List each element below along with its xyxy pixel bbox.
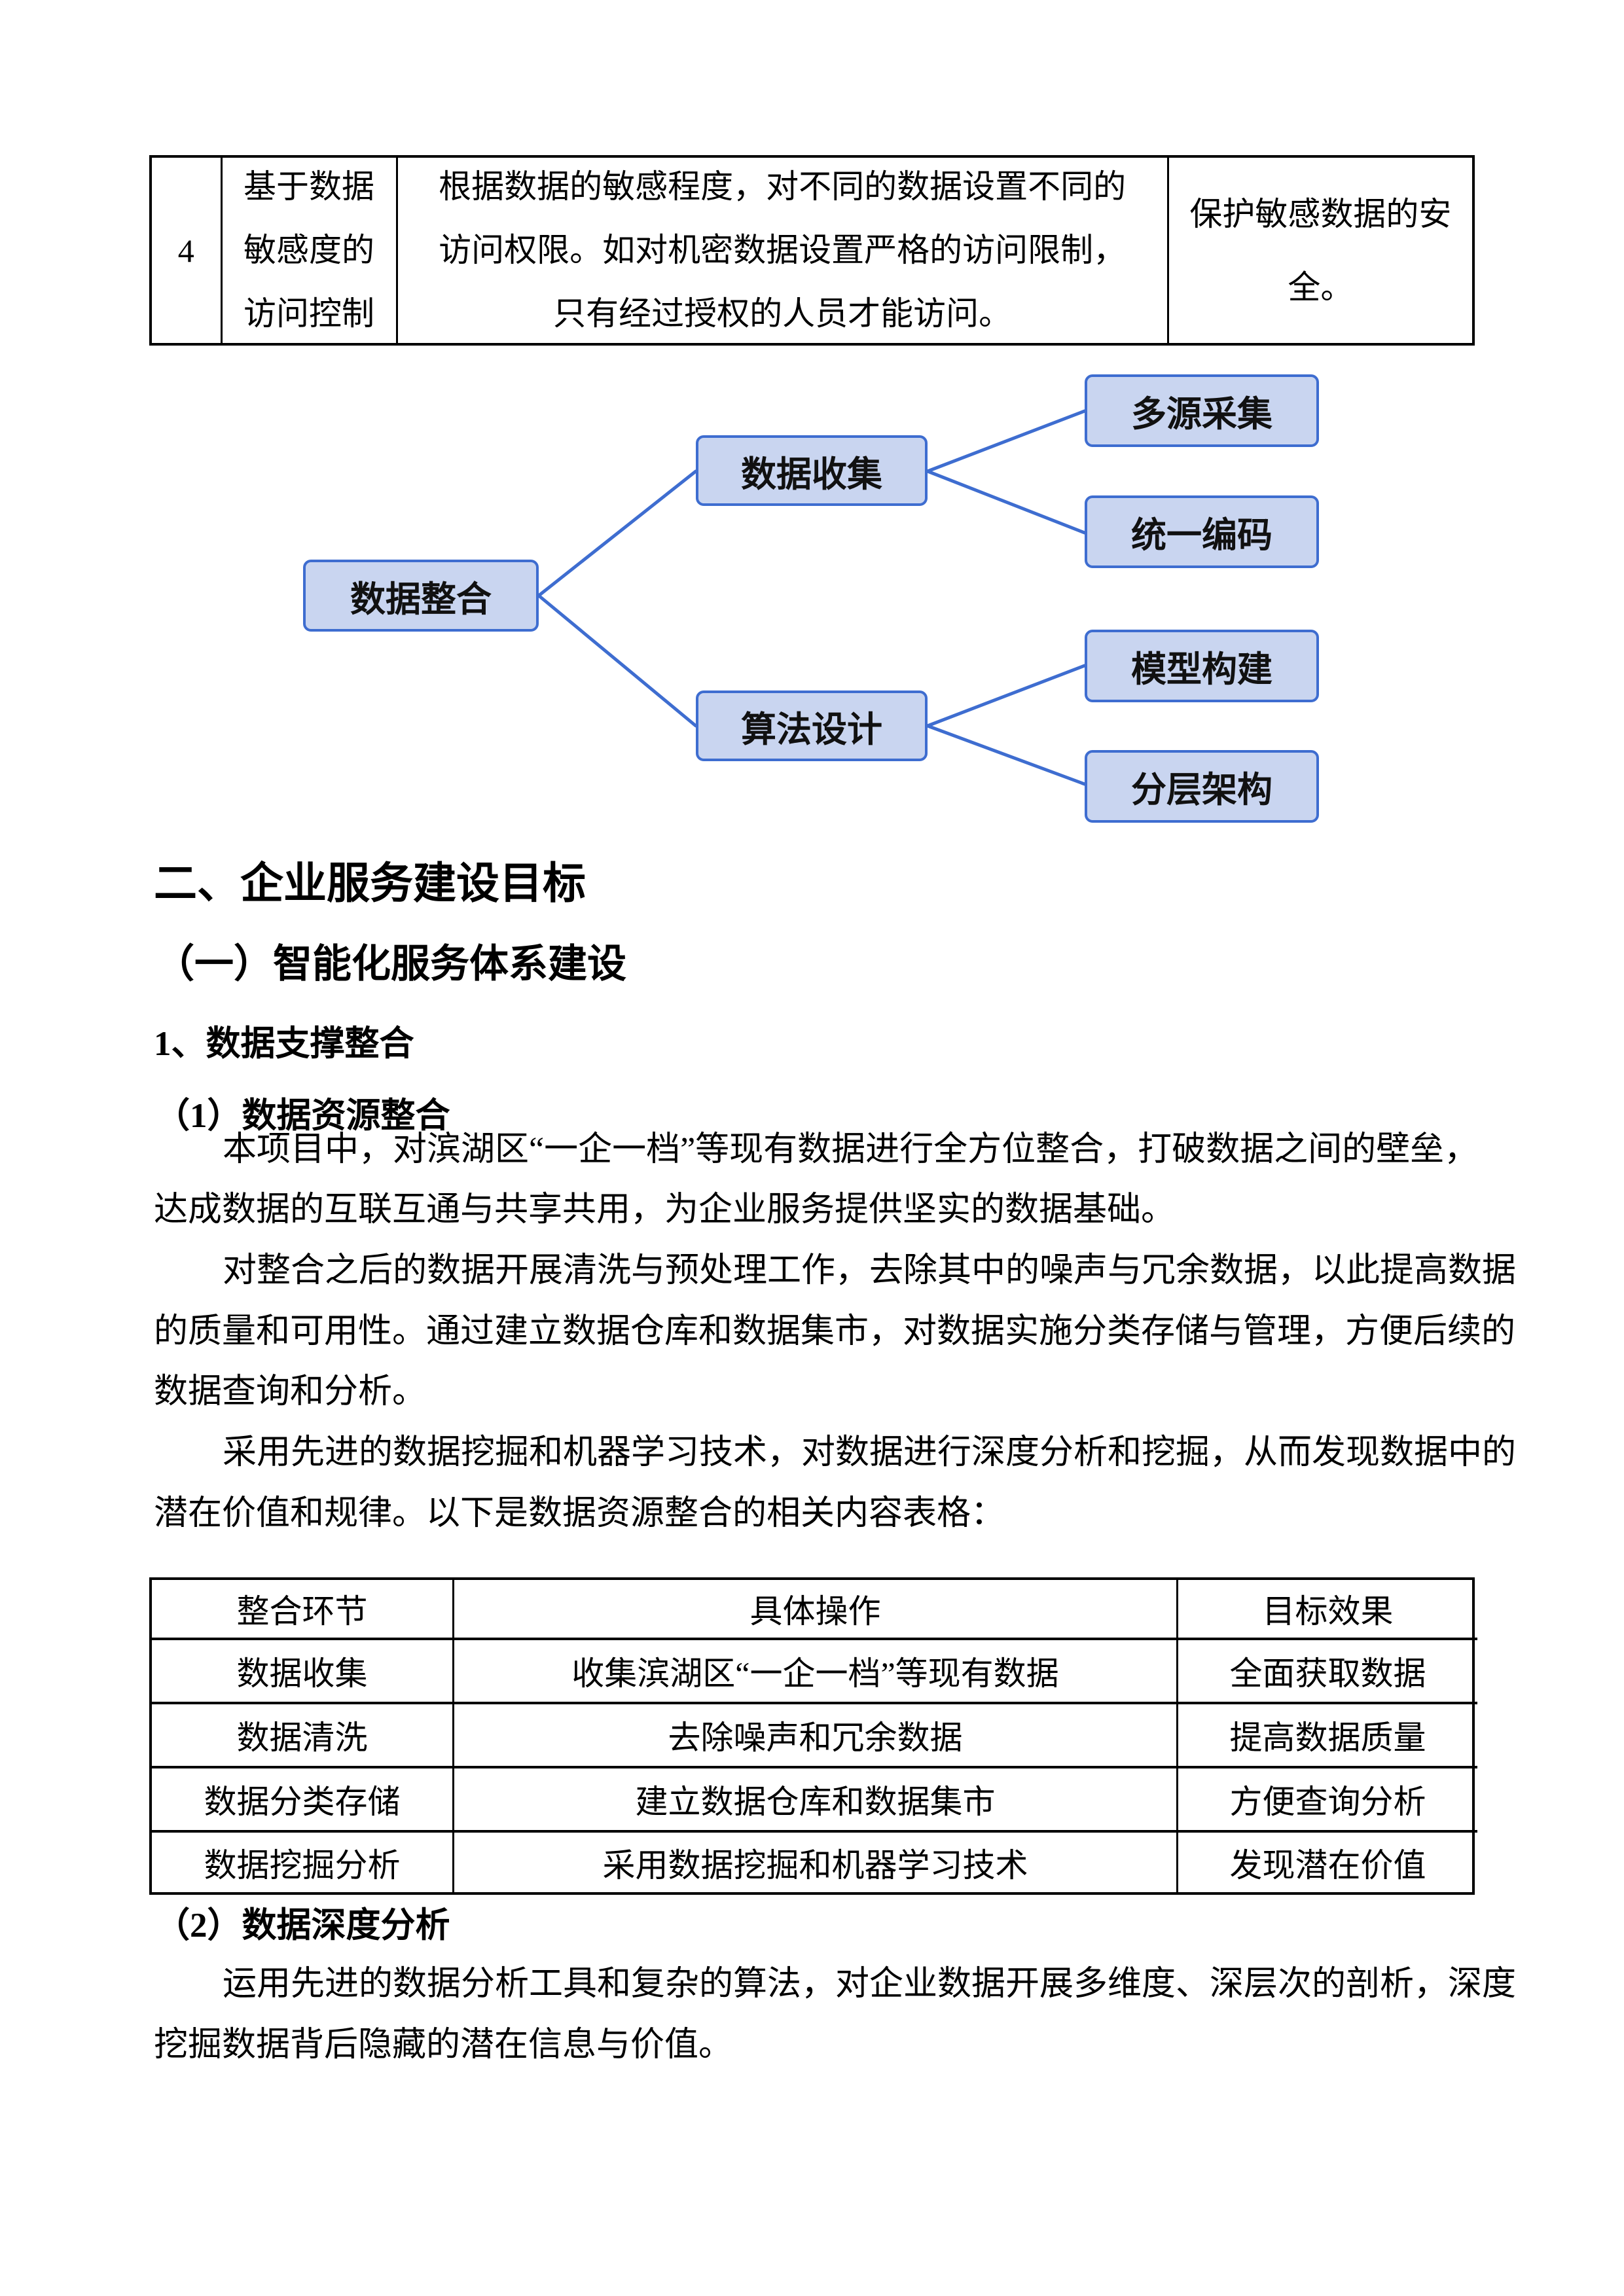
numbered-heading: 1、数据支撑整合 [154,1025,414,1063]
table-cell: 采用数据挖掘和机器学习技术 [452,1830,1176,1892]
table-cell: 方便查询分析 [1176,1766,1477,1830]
column-header: 具体操作 [452,1580,1176,1638]
sensitivity-table: 4 基于数据 敏感度的 访问控制 根据数据的敏感程度，对不同的数据设置不同的 访… [149,155,1475,346]
node-layered-architecture: 分层架构 [1085,750,1319,823]
subsection-heading: （一）智能化服务体系建设 [155,942,626,986]
paragraph-line: 潜在价值和规律。以下是数据资源整合的相关内容表格： [154,1495,1005,1532]
measure-effect-cell: 保护敏感数据的安 全。 [1166,158,1472,343]
table-cell: 数据分类存储 [152,1766,452,1830]
paragraph-line: 的质量和可用性。通过建立数据仓库和数据集市，对数据实施分类存储与管理，方便后续的 [154,1313,1516,1350]
node-multi-source-collection: 多源采集 [1085,374,1319,447]
column-header: 整合环节 [236,1593,368,1630]
connector-line [926,664,1087,728]
table-text-line: 访问权限。如对机密数据设置严格的访问限制， [439,232,1127,268]
table-text-line: 基于数据 [244,168,375,205]
paragraph-line: 采用先进的数据挖掘和机器学习技术，对数据进行深度分析和挖掘，从而发现数据中的 [223,1434,1517,1471]
table-text-line: 敏感度的 [244,232,375,268]
node-label: 算法设计 [741,709,882,749]
table-text-line: 访问控制 [244,295,375,332]
node-algorithm-design: 算法设计 [696,691,928,761]
paragraph-line: 运用先进的数据分析工具和复杂的算法，对企业数据开展多维度、深层次的剖析，深度 [223,1965,1517,2003]
node-label: 统一编码 [1131,516,1272,555]
column-header: 目标效果 [1176,1580,1477,1638]
row-number-cell: 4 [152,158,221,343]
measure-desc-cell: 根据数据的敏感程度，对不同的数据设置不同的 访问权限。如对机密数据设置严格的访问… [395,158,1167,343]
paragraph-line: 挖掘数据背后隐藏的潜在信息与价值。 [154,2026,733,2064]
connector-line [537,469,698,598]
paragraph-line: 本项目中，对滨湖区“一企一档”等现有数据进行全方位整合，打破数据之间的壁垒， [223,1131,1479,1168]
node-label: 多源采集 [1131,395,1272,434]
table-cell: 数据清洗 [152,1702,452,1766]
node-data-integration: 数据整合 [303,560,539,632]
table-cell: 提高数据质量 [1176,1702,1477,1766]
connector-line [926,469,1087,535]
node-label: 数据收集 [741,454,882,494]
node-unified-encoding: 统一编码 [1085,495,1319,568]
table-text-line: 只有经过授权的人员才能访问。 [553,295,1012,332]
sub-numbered-heading-1: （1）数据资源整合 [155,1097,450,1135]
sub-numbered-heading-2: （2）数据深度分析 [155,1907,450,1945]
connector-lines [537,409,1087,786]
node-label: 模型构建 [1131,650,1272,689]
connector-line [537,594,698,728]
table-cell: 数据收集 [152,1638,452,1702]
table-text-line: 全。 [1288,268,1354,306]
node-model-building: 模型构建 [1085,630,1319,702]
section-heading: 二、企业服务建设目标 [154,860,586,908]
paragraph-line: 达成数据的互联互通与共享共用，为企业服务提供坚实的数据基础。 [154,1191,1176,1229]
table-cell: 全面获取数据 [1176,1638,1477,1702]
connector-line [926,409,1087,473]
node-data-collection: 数据收集 [696,435,928,506]
paragraph-line: 数据查询和分析。 [154,1373,427,1410]
node-label: 分层架构 [1131,770,1272,810]
connector-line [926,724,1087,786]
table-text-line: 保护敏感数据的安 [1189,195,1452,232]
table-cell: 去除噪声和冗余数据 [452,1702,1176,1766]
table-cell: 建立数据仓库和数据集市 [452,1766,1176,1830]
row-number: 4 [177,232,194,269]
paragraph-line: 对整合之后的数据开展清洗与预处理工作，去除其中的噪声与冗余数据，以此提高数据 [223,1252,1517,1289]
table-cell: 发现潜在价值 [1176,1830,1477,1892]
table-cell: 收集滨湖区“一企一档”等现有数据 [452,1638,1176,1702]
node-label: 数据整合 [350,579,492,619]
integration-table: 整合环节 具体操作 目标效果 数据收集 收集滨湖区“一企一档”等现有数据 全面获… [149,1577,1477,1895]
table-text-line: 根据数据的敏感程度，对不同的数据设置不同的 [439,168,1127,205]
measure-name-cell: 基于数据 敏感度的 访问控制 [220,158,396,343]
table-cell: 数据挖掘分析 [152,1830,452,1892]
